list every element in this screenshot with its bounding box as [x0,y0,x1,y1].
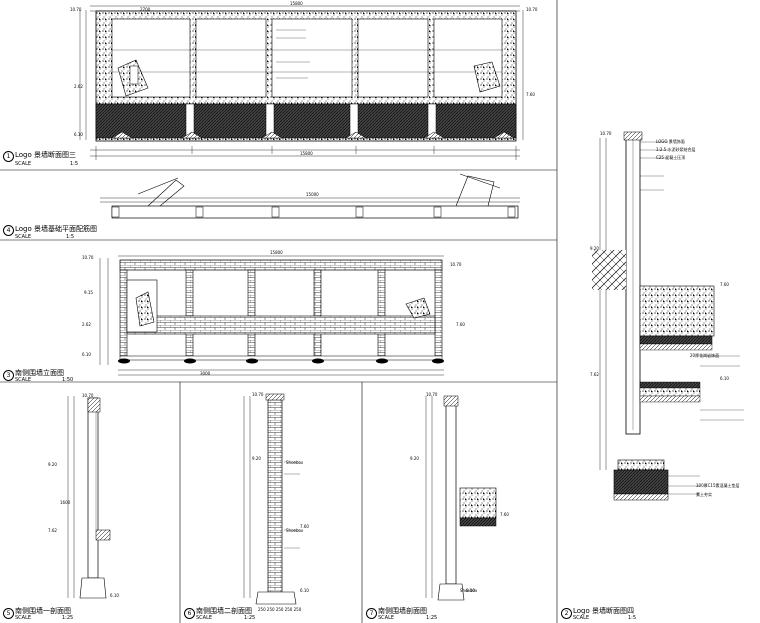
d2-h5: 6.10 [720,376,729,381]
drawing-3-scale-label: SCALE [15,377,32,383]
sheet-frame [0,0,558,623]
drawing-3-title: 南侧围墙立面图 [15,369,64,377]
drawing-6-number: 6 [184,608,195,619]
note-g-3: Shoebox [460,588,478,593]
drawing-3-elevation [99,255,444,376]
d6-h1: 10.70 [252,392,264,397]
d1-h1-right: 10.70 [526,7,538,12]
drawing-6-scale-value: 1:25 [244,615,256,621]
drawing-1-scale-label: SCALE [15,161,32,167]
drawing-6-title: 南侧围墙二剖面图 [196,607,252,615]
note-b: 1:2.5 水泥砂浆结合层 [656,147,696,152]
drawing-1-section [79,5,524,160]
drawing-4-number: 4 [3,225,14,236]
d1-h2: 7.60 [526,92,535,97]
drawing-1-number: 1 [3,151,14,162]
note-e: 素土夯实 [696,492,712,497]
drawing-1-scale-value: 1:5 [70,161,79,167]
drawing-2-scale-label: SCALE [573,615,590,621]
drawing-7-scale-value: 1:25 [426,615,438,621]
d1-total: 15800 [290,1,303,6]
drawing-5-number: 5 [3,608,14,619]
drawing-7-title: 南侧围墙剖面图 [378,607,427,615]
d7-h4: 6.10 [466,588,475,593]
drawing-2-scale-value: 1:5 [628,615,637,621]
d7-h1: 10.70 [426,392,438,397]
drawing-2-number: 2 [561,608,572,619]
d3-total: 15800 [270,250,283,255]
drawing-7-section [425,395,497,601]
drawing-2-section [592,131,744,501]
d7-h2: 9.20 [410,456,419,461]
drawing-6-scale-label: SCALE [196,615,213,621]
d7-h3: 7.60 [500,512,509,517]
drawing-7-scale-label: SCALE [378,615,395,621]
drawing-3-number: 3 [3,370,14,381]
drawing-5-scale-value: 1:25 [62,615,74,621]
drawing-3-scale-value: 1:50 [62,377,74,383]
d6-bottom: 250 250 250 250 250 [258,607,302,612]
d3-h3: 2.62 [82,322,91,327]
drawing-5-scale-label: SCALE [15,615,32,621]
note-g-2: Shoebox [286,528,304,533]
drawing-1-title: Logo 景墙断面图三 [15,151,77,159]
d6-h3: 7.60 [300,524,309,529]
drawing-4-plan [100,173,520,219]
d5-h2: 9.20 [48,462,57,467]
d5-h4: 6.10 [110,593,119,598]
d1-w: 2700 [140,7,151,12]
d3-h4: 6.10 [82,352,91,357]
drawing-4-scale-label: SCALE [15,234,32,240]
d1-h3: 2.62 [74,84,83,89]
note-g: Shoebox [286,460,304,465]
d6-h4: 6.10 [300,588,309,593]
d5-h3: 7.62 [48,528,57,533]
drawing-4-title: Logo 景墙基础平面配筋图 [15,225,98,233]
d2-h2: 9.20 [590,246,599,251]
drawing-7-number: 7 [366,608,377,619]
note-d: 20厚花岗岩饰面 [690,353,720,358]
d1-mid: 15800 [300,151,313,156]
d3-h1: 10.70 [82,255,94,260]
drawing-6-section [243,393,300,605]
drawing-2-title: Logo 景墙断面图四 [573,607,635,615]
d2-h3: 7.60 [720,282,729,287]
d4-total: 15000 [306,192,319,197]
d1-h4: 6.10 [74,132,83,137]
d3-h1-right: 10.70 [450,262,462,267]
note-a: LOGO 景墙饰面 [656,139,685,144]
d5-h1: 10.70 [82,393,94,398]
d6-h2: 9.20 [252,456,261,461]
drawing-4-scale-value: 1:5 [66,234,75,240]
note-c: C25 混凝土压顶 [656,155,686,160]
d1-h1: 10.70 [70,7,82,12]
d3-w: 3000 [200,371,211,376]
d2-h4: 7.62 [590,372,599,377]
d2-h1: 10.70 [600,131,612,136]
d3-h5: 9.15 [84,290,93,295]
drawing-5-section [67,396,111,599]
note-f: 100厚C15素混凝土垫层 [696,483,740,488]
d5-h5: 1600 [60,500,71,505]
drawing-5-title: 南侧围墙一剖面图 [15,607,71,615]
d3-h2: 7.60 [456,322,465,327]
